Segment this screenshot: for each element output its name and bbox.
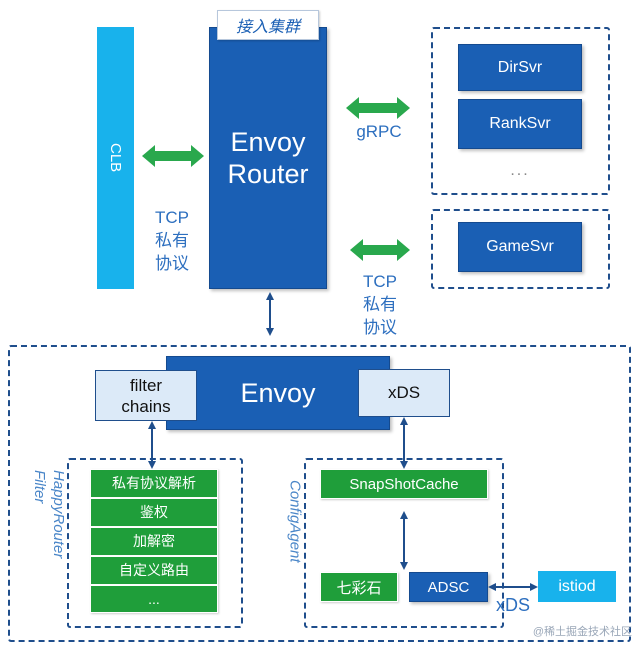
filter-item-custom-route: 自定义路由: [90, 555, 218, 585]
envoy-router-line2: Router: [227, 159, 309, 189]
filter-chains-box: filter chains: [95, 370, 197, 421]
adsc-box: ADSC: [409, 572, 488, 602]
tcp-protocol-label-right: TCP 私有 协议: [363, 272, 397, 337]
cluster-tag-label: 接入集群: [235, 19, 300, 36]
filter-item-protocol-parse: 私有协议解析: [90, 469, 218, 498]
cluster-tag: 接入集群: [217, 10, 319, 40]
config-agent-label: ConfigAgent: [286, 480, 304, 563]
envoy-detail-container: [8, 345, 631, 642]
service-group-2: [431, 209, 610, 289]
green-arrow-clb-router: [142, 145, 204, 167]
envoy-router-box: Envoy Router: [209, 27, 327, 289]
green-arrow-router-gamesvr: [350, 239, 410, 261]
clb-label: CLB: [107, 143, 124, 173]
clb-bar: CLB: [97, 27, 134, 289]
green-arrow-router-services: [346, 97, 410, 119]
envoy-label: Envoy: [240, 377, 316, 408]
envoy-bar: Envoy: [166, 356, 390, 430]
ranksvr-box: RankSvr: [458, 99, 582, 149]
service-group-1: [431, 27, 610, 195]
happy-router-label: HappyRouter Filter: [31, 470, 67, 559]
filter-item-encrypt: 加解密: [90, 526, 218, 556]
gamesvr-box: GameSvr: [458, 222, 582, 272]
tcp-protocol-label-left: TCP 私有 协议: [155, 208, 189, 273]
filter-item-auth: 鉴权: [90, 497, 218, 527]
envoy-router-line1: Envoy: [230, 127, 306, 157]
service-ellipsis: ...: [510, 162, 530, 179]
filter-list: 私有协议解析 鉴权 加解密 自定义路由 ...: [90, 469, 218, 613]
watermark: @稀土掘金技术社区: [532, 626, 632, 638]
qicaishi-box: 七彩石: [320, 572, 398, 602]
snapshot-cache-box: SnapShotCache: [320, 469, 488, 499]
istiod-box: istiod: [538, 571, 616, 602]
grpc-label: gRPC: [356, 122, 402, 141]
xds-box: xDS: [358, 369, 450, 417]
dirsvr-box: DirSvr: [458, 44, 582, 91]
filter-item-more: ...: [90, 584, 218, 613]
xds-link-label: xDS: [495, 595, 530, 615]
